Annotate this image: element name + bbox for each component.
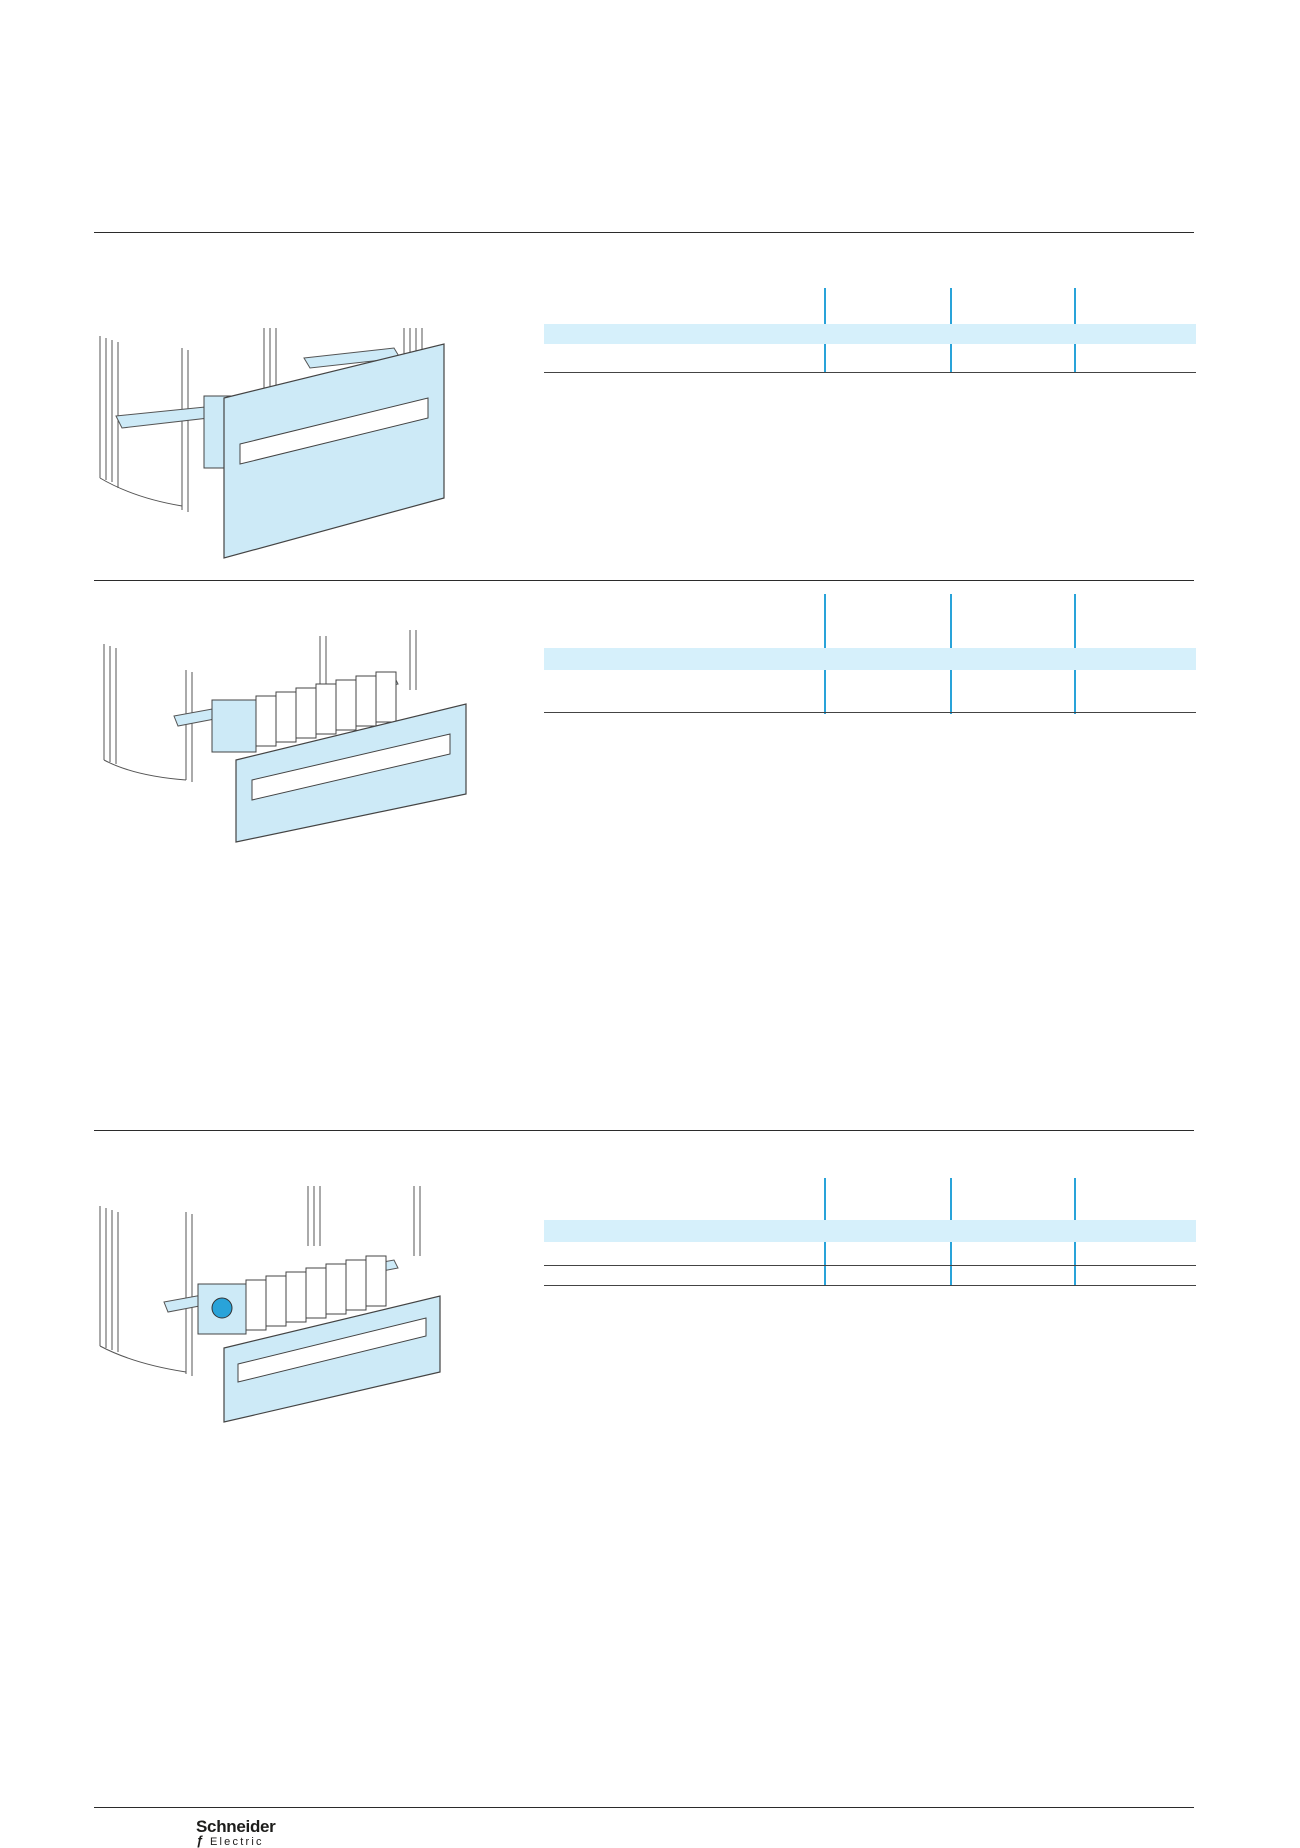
footer-rule	[94, 1807, 1194, 1808]
table-header-band	[544, 1220, 1196, 1242]
enclosure-illustration-1	[99, 328, 445, 559]
section-rule-2	[94, 580, 1194, 581]
table-bottom-line	[544, 372, 1196, 373]
table-mid-line	[544, 1265, 1196, 1266]
table-header-band	[544, 324, 1196, 344]
enclosure-illustration-2	[103, 630, 467, 843]
brand-name: Schneider	[196, 1817, 276, 1836]
section-rule-3	[94, 1130, 1194, 1131]
enclosure-illustration-3	[99, 1186, 441, 1423]
table-header-band	[544, 648, 1196, 670]
schneider-electric-logo-icon: ƒ	[196, 1833, 204, 1848]
brand-sub-text: Electric	[210, 1836, 264, 1848]
table-bottom-line	[544, 712, 1196, 713]
brand-sub: ƒ Electric	[196, 1833, 306, 1848]
schneider-electric-logo: Schneider ƒ Electric	[196, 1818, 306, 1848]
top-rule	[94, 232, 1194, 233]
table-bottom-line	[544, 1285, 1196, 1286]
